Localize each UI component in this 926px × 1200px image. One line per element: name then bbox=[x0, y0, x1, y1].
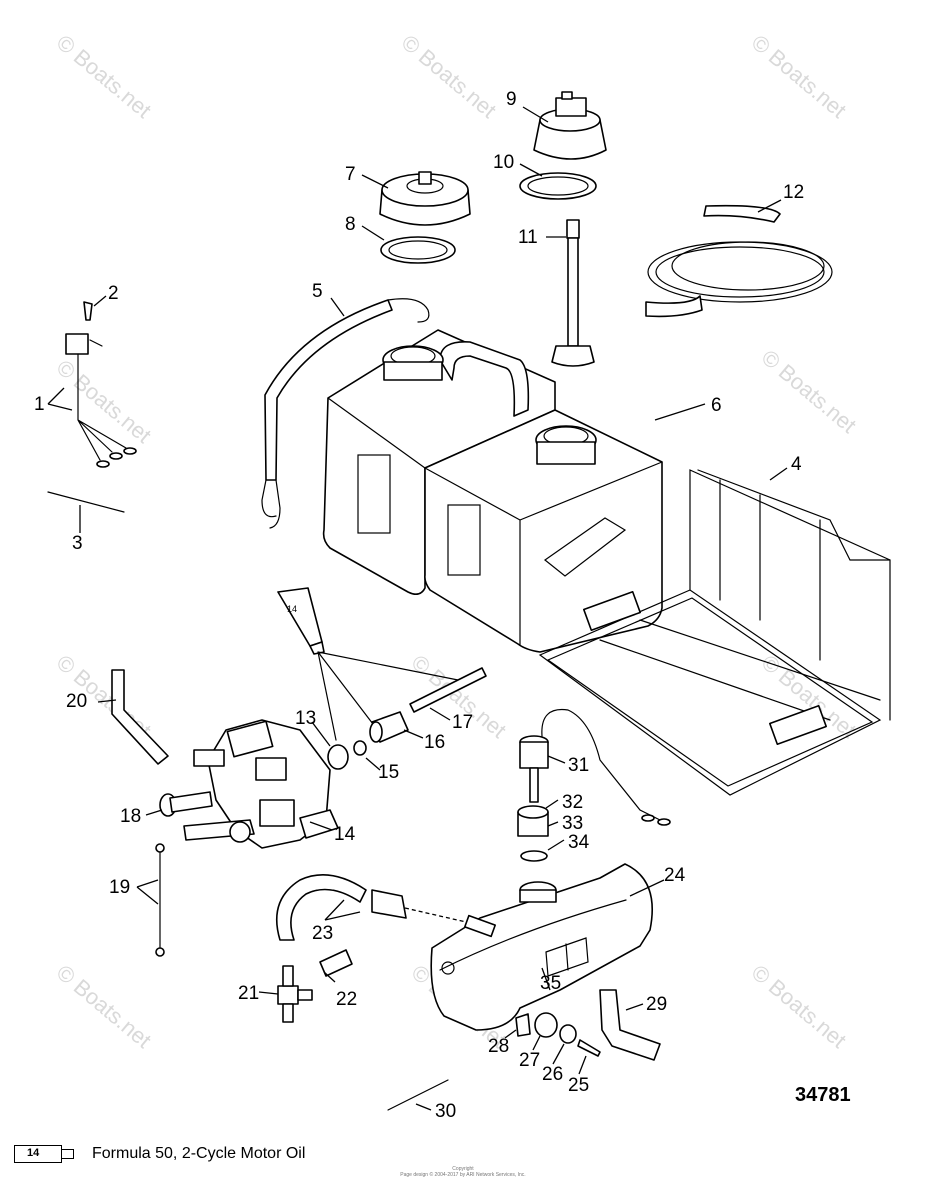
callout-15: 15 bbox=[378, 762, 399, 783]
callout-27: 27 bbox=[519, 1050, 540, 1071]
part-20-hose bbox=[111, 669, 169, 765]
part-13-oil-pump bbox=[183, 719, 339, 849]
part-28-plug bbox=[515, 1013, 531, 1037]
part-30-cable-tie bbox=[387, 1079, 449, 1111]
watermark: © Boats.net bbox=[52, 355, 156, 448]
part-14-lubricant-tube: 14 bbox=[277, 587, 459, 741]
callout-6: 6 bbox=[711, 395, 722, 416]
callout-25: 25 bbox=[568, 1075, 589, 1096]
part-16-bushing bbox=[369, 711, 409, 743]
part-4-tray bbox=[538, 469, 891, 796]
watermark: © Boats.net bbox=[52, 960, 156, 1053]
part-23-hose bbox=[276, 874, 367, 941]
part-15-o-ring bbox=[353, 740, 367, 756]
part-7-fill-cap bbox=[379, 171, 471, 226]
callout-17: 17 bbox=[452, 712, 473, 733]
part-9-sender-cap bbox=[533, 91, 607, 160]
callout-26: 26 bbox=[542, 1064, 563, 1085]
callout-4: 4 bbox=[791, 454, 802, 475]
part-8-gasket-inner bbox=[388, 240, 448, 260]
part-29-elbow bbox=[599, 989, 661, 1061]
callout-22: 22 bbox=[336, 989, 357, 1010]
callout-32: 32 bbox=[562, 792, 583, 813]
callout-10: 10 bbox=[493, 152, 514, 173]
watermark: © Boats.net bbox=[757, 345, 861, 438]
callout-9: 9 bbox=[506, 89, 517, 110]
part-5-strap bbox=[261, 298, 430, 529]
part-34-washer bbox=[520, 850, 548, 862]
watermark: © Boats.net bbox=[747, 960, 851, 1053]
lubricant-tube-tip-icon bbox=[62, 1149, 74, 1159]
callout-19: 19 bbox=[109, 877, 130, 898]
part-33-spacer bbox=[517, 805, 549, 837]
callout-33: 33 bbox=[562, 813, 583, 834]
callout-30: 30 bbox=[435, 1101, 456, 1122]
part-3-tie-strap bbox=[47, 491, 125, 513]
callout-11: 11 bbox=[518, 227, 538, 248]
watermark: © Boats.net bbox=[747, 30, 851, 123]
part-24-reservoir bbox=[430, 863, 653, 1031]
copyright-line-1: Copyright bbox=[452, 1166, 474, 1172]
callout-29: 29 bbox=[646, 994, 667, 1015]
callout-1: 1 bbox=[34, 394, 45, 415]
part-12-hose-coil bbox=[645, 204, 833, 318]
callout-13: 14 bbox=[334, 824, 356, 845]
callout-5: 5 bbox=[312, 281, 323, 302]
lubricant-tube-label: 14 bbox=[287, 604, 297, 614]
part-10-gasket-inner bbox=[527, 176, 589, 196]
figure-number: 34781 bbox=[795, 1084, 851, 1106]
part-23-fitting bbox=[371, 889, 407, 919]
callout-16: 16 bbox=[424, 732, 445, 753]
callout-28: 28 bbox=[488, 1036, 509, 1057]
callout-12: 12 bbox=[783, 182, 804, 203]
part-27-grommet bbox=[534, 1012, 558, 1038]
part-21-tee bbox=[277, 965, 313, 1023]
lubricant-tube-icon: 14 bbox=[14, 1143, 78, 1165]
watermark: © Boats.net bbox=[52, 30, 156, 123]
part-26-washer bbox=[559, 1024, 577, 1044]
callout-35: 35 bbox=[540, 973, 561, 994]
part-1-harness bbox=[65, 333, 137, 468]
leader-lines bbox=[47, 106, 788, 1111]
watermark: © Boats.net bbox=[397, 30, 501, 123]
callout-34: 34 bbox=[568, 832, 590, 853]
callout-numbers: 9 10 7 8 11 12 5 6 4 2 1 3 13 15 16 17 2… bbox=[34, 89, 804, 1122]
callout-18: 18 bbox=[120, 806, 141, 827]
legend-icon-label: 14 bbox=[14, 1145, 62, 1163]
part-19-link-rod bbox=[155, 843, 165, 957]
callout-7: 7 bbox=[345, 164, 356, 185]
part-6-oil-tank bbox=[322, 329, 663, 653]
part-22-fitting bbox=[319, 949, 353, 977]
part-11-pickup-tube bbox=[551, 219, 595, 367]
callout-24: 24 bbox=[664, 865, 686, 886]
callout-31: 31 bbox=[568, 755, 589, 776]
legend-text: Formula 50, 2-Cycle Motor Oil bbox=[92, 1145, 306, 1162]
callout-21: 21 bbox=[238, 983, 259, 1004]
legend: 14 Formula 50, 2-Cycle Motor Oil bbox=[14, 1143, 305, 1165]
callout-2: 2 bbox=[108, 283, 119, 304]
part-25-screw bbox=[577, 1039, 601, 1057]
copyright-line-2: Page design © 2004-2017 by ARI Network S… bbox=[400, 1172, 526, 1178]
callout-20: 20 bbox=[66, 691, 87, 712]
part-18-bolt bbox=[159, 791, 213, 817]
part-14-seal bbox=[327, 744, 349, 770]
part-2-screw bbox=[83, 301, 93, 321]
callout-23: 23 bbox=[312, 923, 333, 944]
part-17-shaft bbox=[409, 667, 487, 713]
part-31-level-sensor bbox=[519, 708, 671, 826]
callout-3: 3 bbox=[72, 533, 83, 554]
callout-14: 13 bbox=[295, 708, 316, 729]
callout-8: 8 bbox=[345, 214, 356, 235]
